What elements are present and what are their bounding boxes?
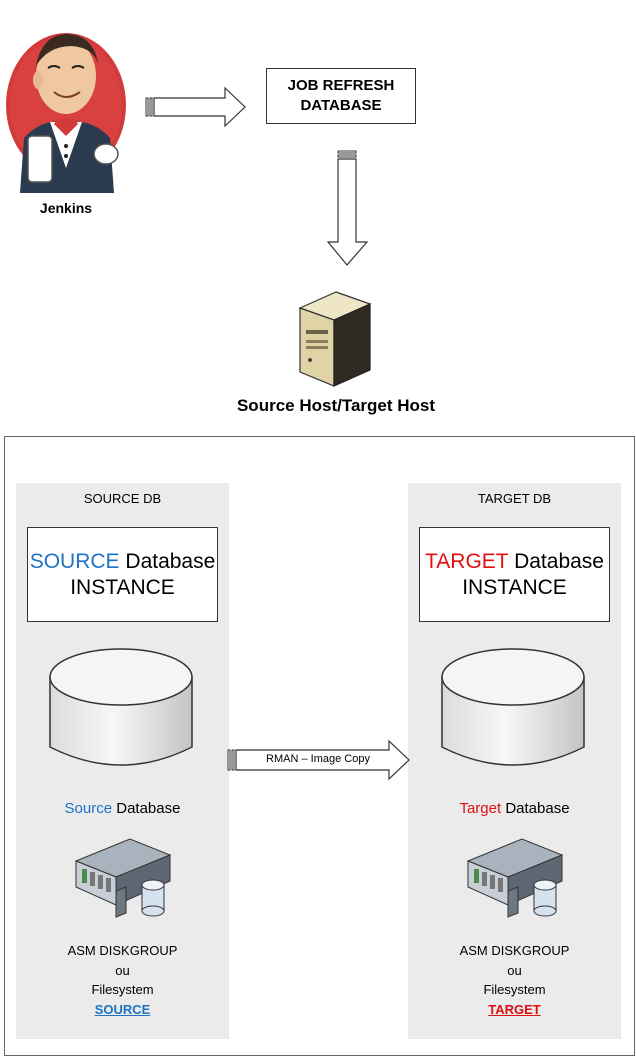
source-panel-title: SOURCE DB <box>83 491 162 506</box>
target-instance-line1: TARGET Database <box>425 549 604 575</box>
source-storage-link[interactable]: SOURCE <box>94 1001 151 1017</box>
storage-server-icon <box>74 838 172 918</box>
target-storage-line2: ou <box>507 962 522 978</box>
source-instance-line2: INSTANCE <box>70 575 175 599</box>
arrow-down-icon <box>326 150 369 266</box>
source-storage-text: ASM DISKGROUP ou Filesystem SOURCE <box>16 941 229 1019</box>
source-instance-word: SOURCE <box>29 549 120 573</box>
source-instance-line1: SOURCE Database <box>30 549 216 575</box>
source-storage-line2: ou <box>115 962 130 978</box>
database-cylinder-icon <box>49 648 193 766</box>
storage-server-icon <box>466 838 564 918</box>
source-db-rest: Database <box>112 800 181 817</box>
host-label: Source Host/Target Host <box>236 396 436 415</box>
source-storage-line3: Filesystem <box>91 982 154 997</box>
job-refresh-box: JOB REFRESH DATABASE <box>266 68 416 124</box>
source-instance-rest: Database <box>119 549 216 573</box>
target-instance-box: TARGET Database INSTANCE <box>419 527 610 622</box>
target-storage-link[interactable]: TARGET <box>488 1001 541 1017</box>
target-instance-word: TARGET <box>425 549 509 573</box>
database-cylinder-icon <box>441 648 585 766</box>
jenkins-butler-icon <box>6 33 126 193</box>
target-storage-line1: ASM DISKGROUP <box>459 943 570 958</box>
target-db-panel: TARGET DB TARGET Database INSTANCE Targe… <box>408 483 621 1039</box>
target-instance-line2: INSTANCE <box>462 575 567 599</box>
job-box-line2: DATABASE <box>300 97 382 114</box>
job-box-line1: JOB REFRESH <box>287 77 395 94</box>
target-instance-rest: Database <box>508 549 604 573</box>
target-db-word: Target <box>459 800 502 817</box>
source-db-word: Source <box>64 800 113 817</box>
jenkins-label: Jenkins <box>39 200 93 216</box>
source-instance-box: SOURCE Database INSTANCE <box>27 527 218 622</box>
target-db-rest: Database <box>501 800 570 817</box>
arrow-right-icon <box>145 86 246 128</box>
rman-arrow-icon <box>227 739 410 781</box>
source-storage-line1: ASM DISKGROUP <box>67 943 178 958</box>
target-db-label: Target Database <box>408 800 621 817</box>
target-panel-title: TARGET DB <box>477 491 552 506</box>
source-db-label: Source Database <box>16 800 229 817</box>
source-db-panel: SOURCE DB SOURCE Database INSTANCE Sourc… <box>16 483 229 1039</box>
rman-arrow-label: RMAN – Image Copy <box>266 753 370 765</box>
target-storage-text: ASM DISKGROUP ou Filesystem TARGET <box>408 941 621 1019</box>
server-tower-icon <box>298 291 372 387</box>
target-storage-line3: Filesystem <box>483 982 546 997</box>
